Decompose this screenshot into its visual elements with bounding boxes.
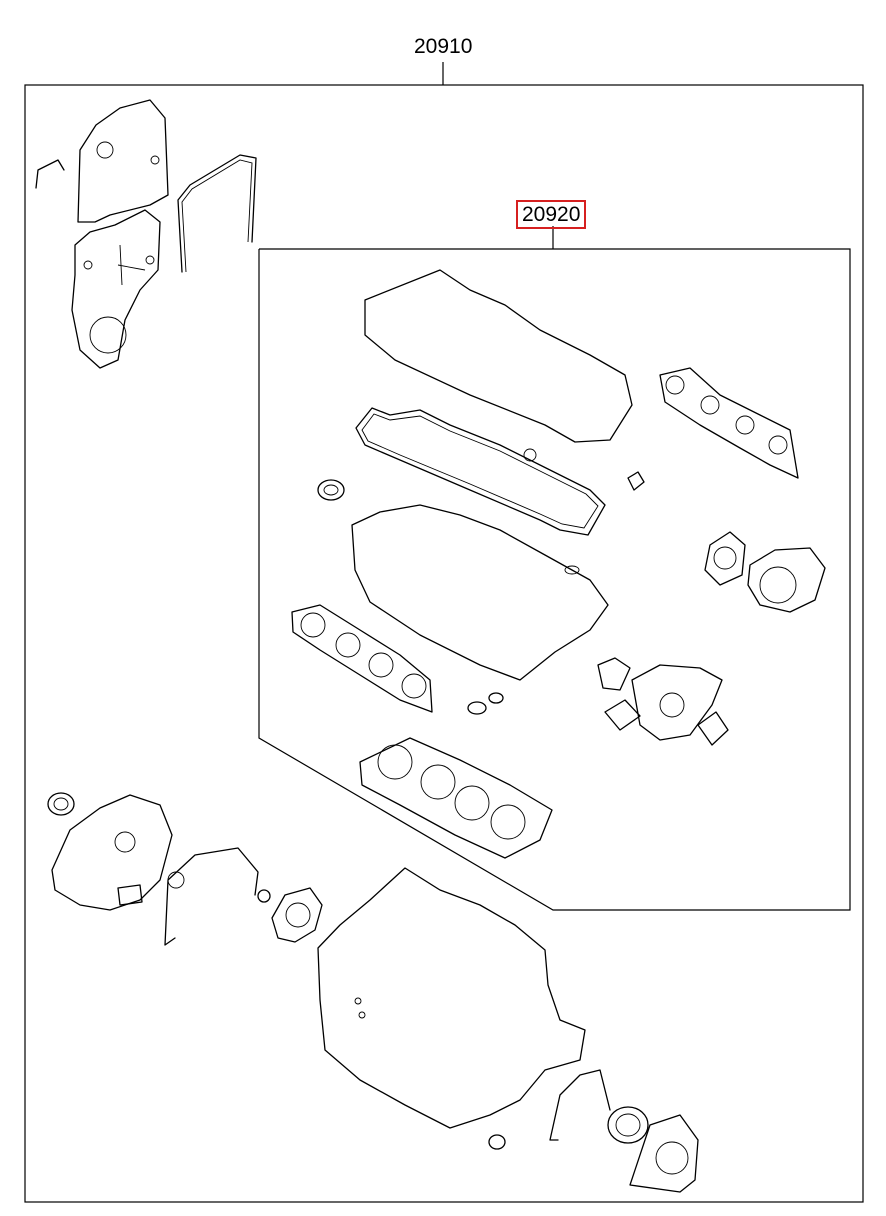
small-gasket-part[interactable] (117, 884, 143, 906)
small-seal-part[interactable] (467, 692, 504, 715)
rear-seal-housing-part[interactable] (549, 1069, 611, 1141)
clip-part[interactable] (35, 159, 65, 189)
inner-kit-frame (258, 226, 851, 911)
throttle-gasket-part[interactable] (704, 531, 746, 586)
oil-seal-part[interactable] (317, 479, 345, 501)
oil-pump-cover-part[interactable] (51, 794, 173, 911)
front-seal-part[interactable] (47, 792, 75, 816)
exhaust-gasket-part[interactable] (291, 604, 433, 713)
water-pump-gasket-part[interactable] (271, 887, 323, 943)
thermostat-housing-part[interactable] (597, 657, 729, 746)
o-ring-part[interactable] (257, 889, 271, 903)
cover-seal-part[interactable] (177, 154, 257, 273)
valve-cover-outline[interactable] (364, 269, 633, 443)
drain-plug-seal-part[interactable] (488, 1134, 506, 1150)
outer-kit-frame (24, 62, 864, 1203)
head-outline-part[interactable] (351, 504, 609, 681)
rear-cover-part[interactable] (629, 1114, 699, 1193)
plug-part[interactable] (627, 471, 645, 491)
outer-kit-part-number[interactable]: 20910 (414, 35, 473, 58)
intake-gasket-part[interactable] (659, 367, 799, 479)
rear-oil-seal-part[interactable] (607, 1106, 649, 1144)
front-case-gasket-part[interactable] (164, 847, 259, 946)
rocker-cover-gasket-part[interactable] (355, 407, 606, 536)
inner-kit-part-number[interactable]: 20920 (516, 200, 587, 229)
engine-block-part[interactable] (317, 867, 586, 1129)
throttle-body-part[interactable] (747, 547, 826, 613)
timing-cover-part[interactable] (71, 99, 169, 369)
cylinder-head-gasket-part[interactable] (359, 737, 553, 859)
